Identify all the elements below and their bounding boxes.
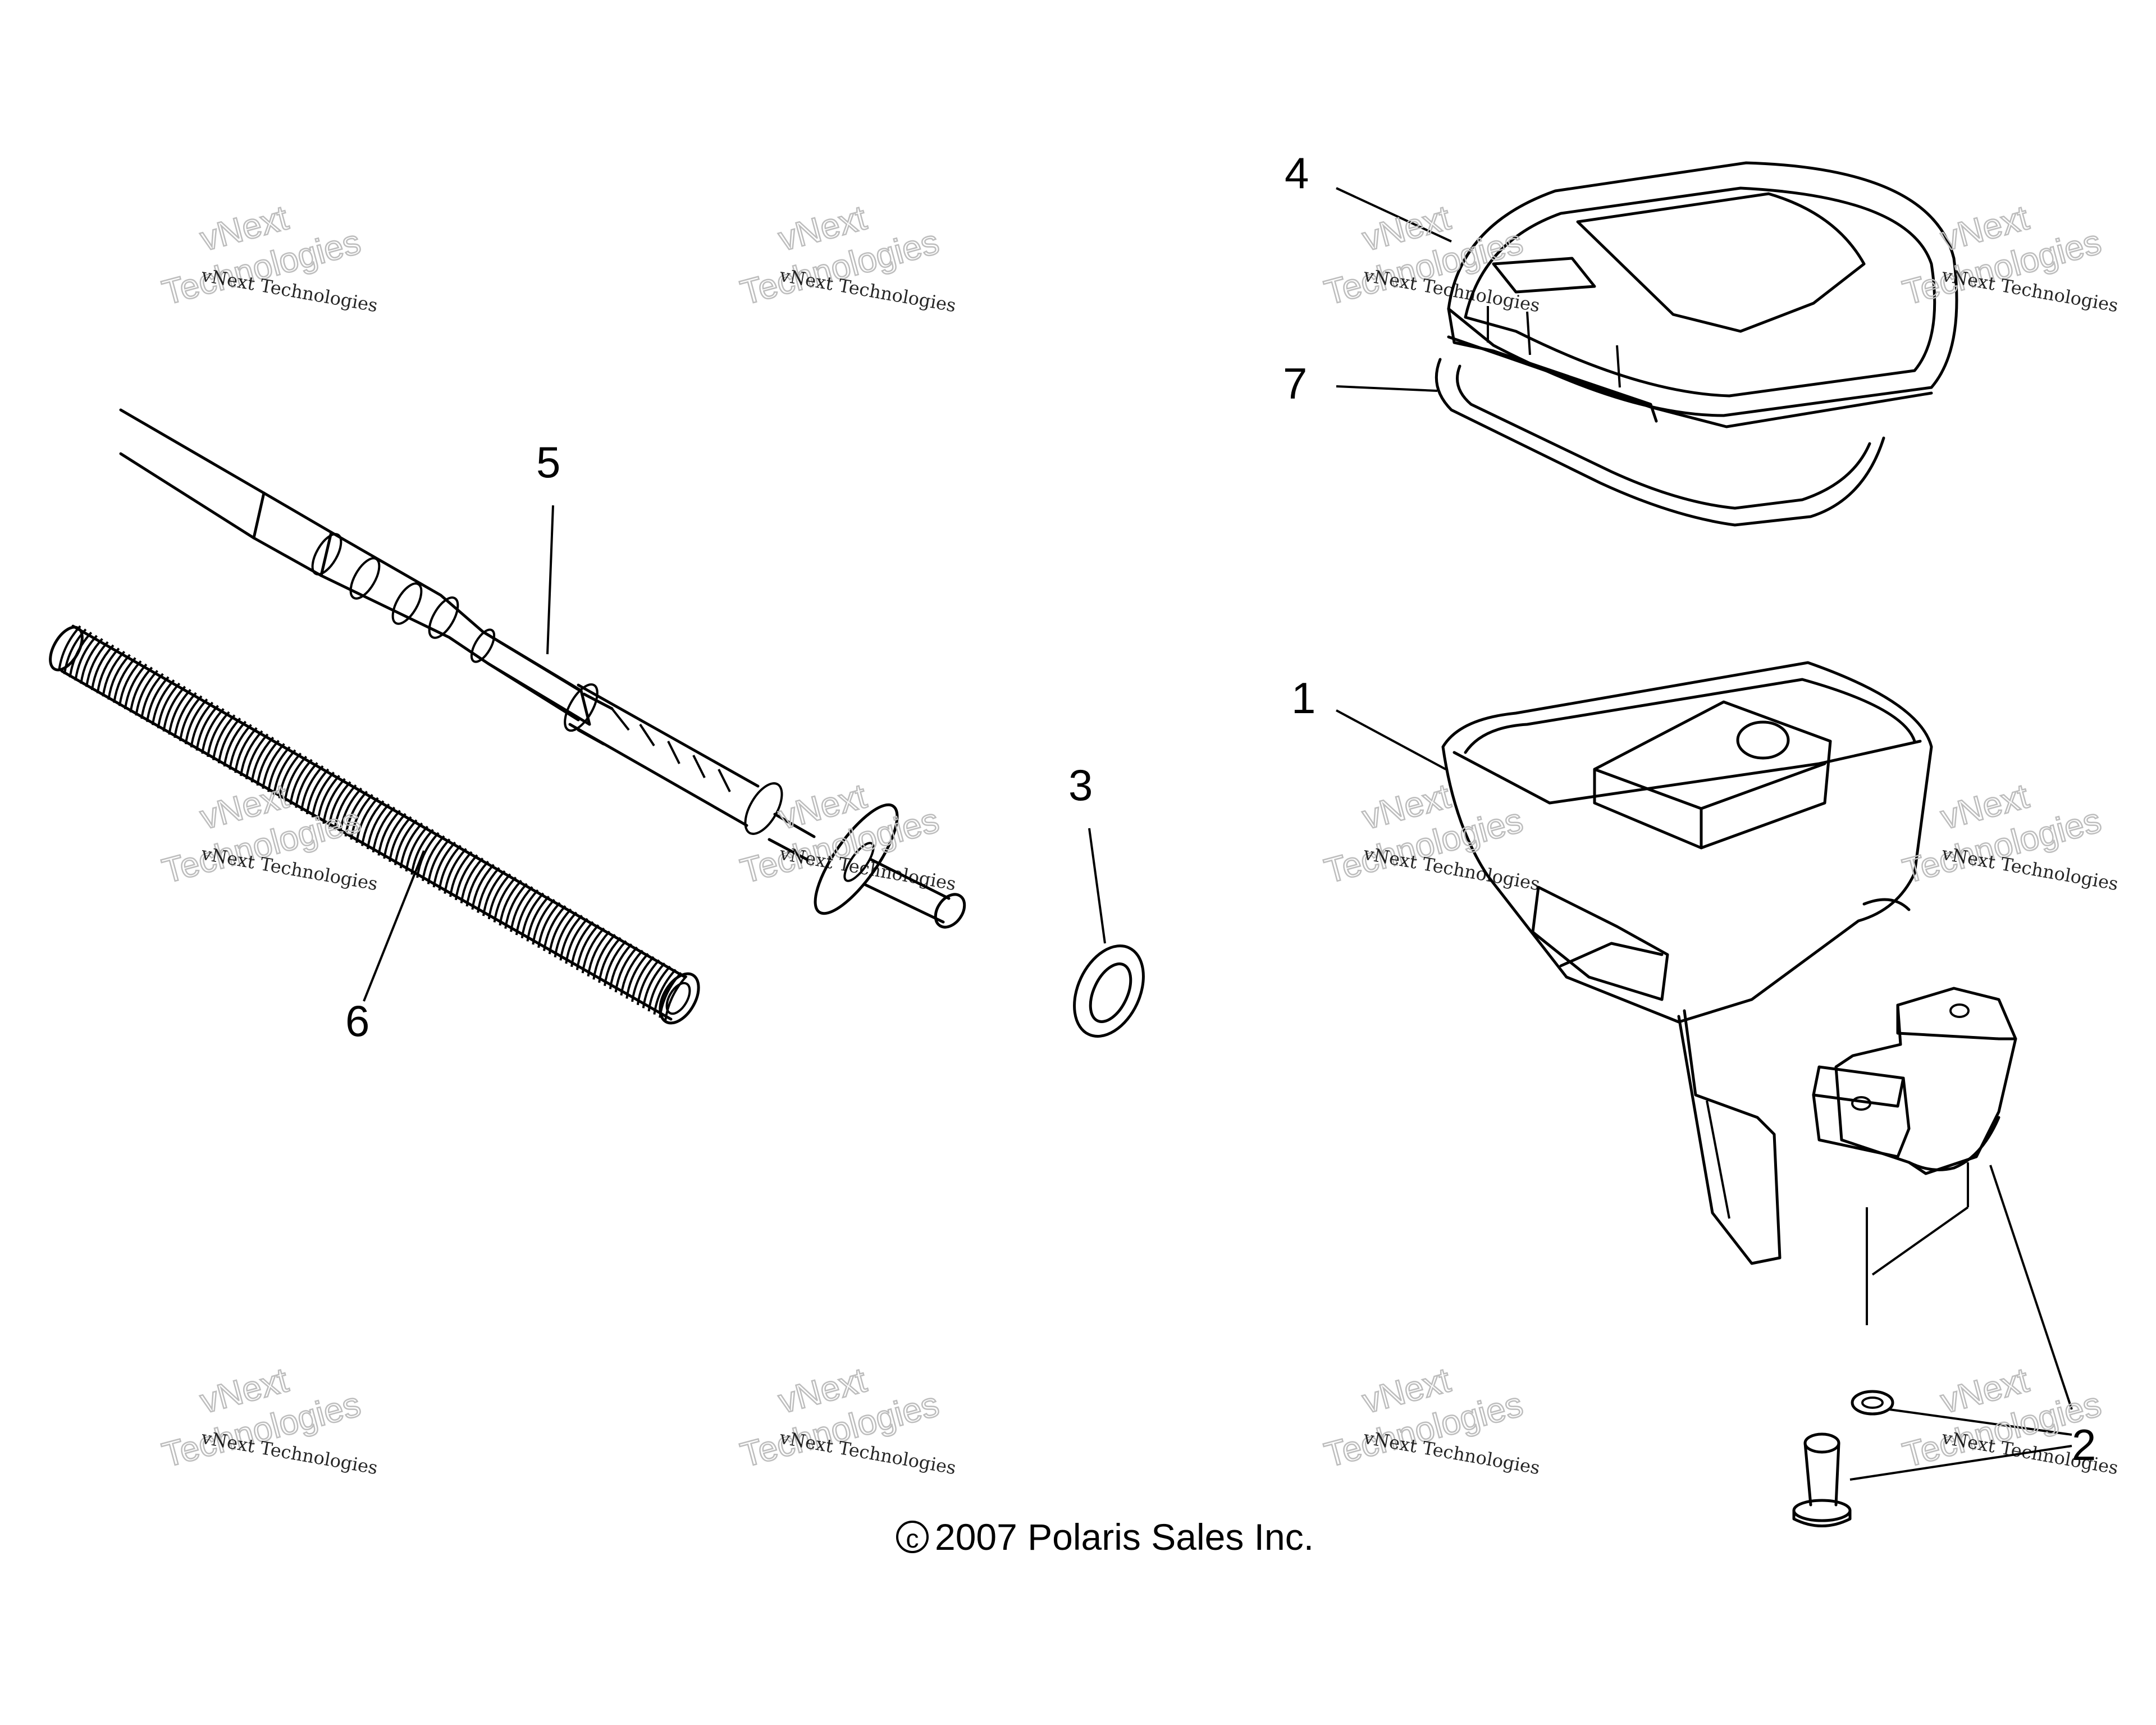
callout-labels: 1 2 3 4 5 6 7 [345,148,2096,1470]
callout-5: 5 [536,437,560,487]
watermark: vNext Technologies vNext Technologies [158,198,380,316]
watermark: vNext Technologies vNext Technologies [1898,776,2120,895]
callout-6: 6 [345,996,369,1046]
watermark: vNext Technologies vNext Technologies [1898,198,2120,316]
cover-part-4 [1447,161,1958,428]
copyright-text: 2007 Polaris Sales Inc. [935,1516,1314,1558]
washer-part-3 [1073,944,1145,1038]
callout-2: 2 [2072,1420,2096,1470]
watermark: vNext Technologies vNext Technologies [736,776,958,895]
leader-lines [363,187,2073,1481]
copyright-notice: c 2007 Polaris Sales Inc. [896,1516,1314,1558]
throttle-housing-part-1 [1441,661,1933,1265]
watermark: vNext Technologies vNext Technologies [736,1360,958,1478]
conduit-spring-part-6 [49,624,700,1025]
callout-3: 3 [1068,760,1093,810]
watermark: vNext Technologies vNext Technologies [158,776,380,895]
watermark: vNext Technologies vNext Technologies [736,198,958,316]
callout-7: 7 [1283,359,1307,408]
copyright-symbol-letter: c [906,1524,919,1553]
watermark: vNext Technologies vNext Technologies [1898,1360,2120,1478]
gasket-part-7 [1435,358,1885,527]
clamp-part-2 [1812,987,2017,1175]
screw-part-2 [1792,1432,1852,1527]
watermark: vNext Technologies vNext Technologies [1320,198,1542,316]
watermarks: vNext Technologies vNext Technologies vN… [158,198,2120,1478]
copyright-symbol-icon [896,1521,929,1553]
throttle-cable-part-5 [119,408,966,929]
watermark: vNext Technologies vNext Technologies [158,1360,380,1478]
watermark: vNext Technologies vNext Technologies [1320,776,1542,895]
lockwasher-part-2 [1851,1390,1894,1416]
callout-1: 1 [1291,673,1315,723]
watermark: vNext Technologies vNext Technologies [1320,1360,1542,1478]
callout-4: 4 [1285,148,1309,198]
